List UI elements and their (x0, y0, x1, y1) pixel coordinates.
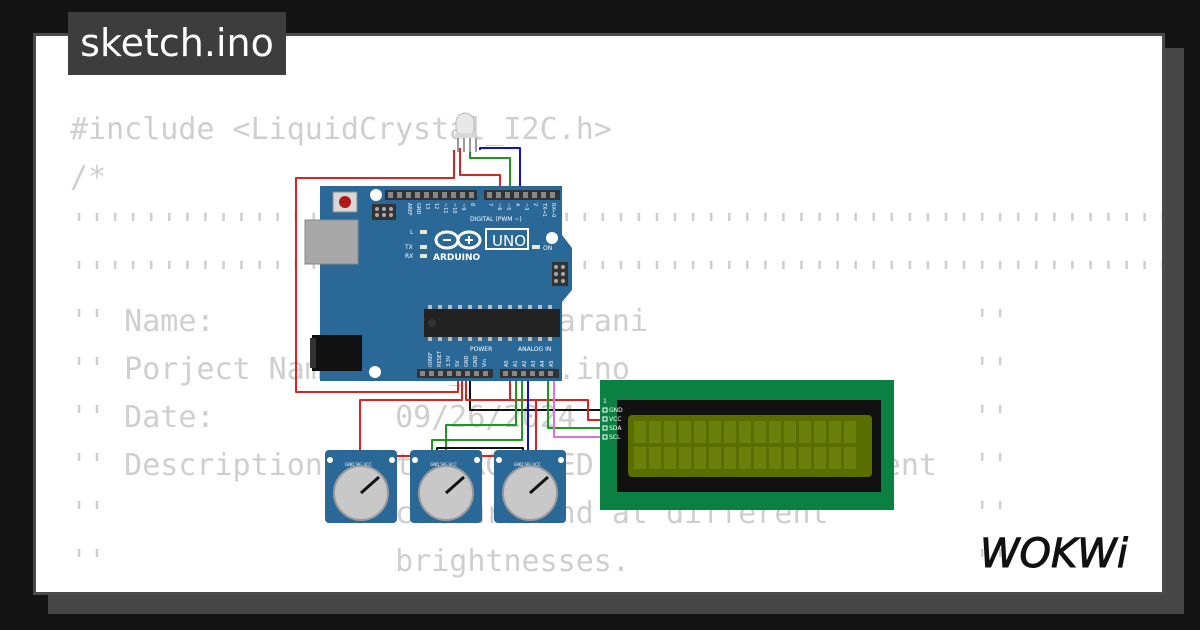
potentiometer-2[interactable]: GND SIG VCC (410, 450, 482, 523)
icsp-header-right (552, 262, 568, 286)
pin-label: ~10 (451, 203, 457, 214)
pin-label: 8 (469, 203, 475, 206)
potentiometer-3[interactable]: GND SIG VCC (494, 450, 566, 523)
usb-port (304, 219, 359, 265)
digital-label: DIGITAL (PWM ~) (470, 216, 522, 223)
pin-label: ~5 (505, 203, 511, 210)
code-line: ''''''''''''''''''''''''''''''''''''''''… (70, 256, 1162, 291)
pin-label: A3 (531, 360, 537, 367)
code-card: #include <LiquidCrystal_I2C.h> /* ''''''''… (33, 33, 1165, 595)
arduino-logo: UNO ARDUINO (433, 228, 529, 263)
pin-label: 3.3V (446, 355, 452, 367)
code-line: '' brightnesses. '' (70, 544, 1010, 579)
lcd-pin1-label: 1 (603, 398, 607, 405)
pin-label: ~9 (460, 203, 466, 210)
board-brand: ARDUINO (433, 253, 481, 263)
code-line: '' Date: 09/26/2024 '' (70, 400, 1010, 435)
mount-hole (370, 189, 382, 201)
board-model: UNO (492, 232, 526, 250)
power-label: POWER (470, 346, 492, 353)
lcd-pin-vcc: VCC (609, 416, 621, 423)
pot-pin-labels: GND SIG VCC (514, 462, 541, 467)
file-title: sketch.ino (68, 12, 286, 75)
wire-led-common (295, 150, 459, 393)
code-line: ''''''''''''''''''''''''''''''''''''''''… (70, 208, 1162, 243)
potentiometer-1[interactable]: GND SIG VCC (325, 450, 397, 523)
wire-led-blue (479, 147, 521, 196)
arduino-uno-board[interactable]: AREF GND 13 12 ~11 ~10 ~9 8 7 ~6 ~5 4 ~3… (304, 186, 572, 381)
svg-text:WOKWi: WOKWi (980, 531, 1128, 577)
led-on (532, 245, 540, 249)
digital-header[interactable] (385, 190, 560, 200)
pin-label: IOREF (428, 352, 434, 367)
lcd-character-cells (634, 421, 856, 469)
pin-label: A4 (540, 360, 546, 367)
pin-label: A5 (549, 360, 555, 367)
led-l (420, 230, 427, 234)
pin-label: 12 (433, 203, 439, 209)
wire-lcd-sda (547, 375, 606, 429)
led-rx (420, 254, 427, 258)
pin-label: Vin (482, 359, 488, 367)
lcd-pin-sda: SDA (609, 425, 622, 432)
mount-hole (546, 232, 558, 244)
on-label: ON (543, 245, 552, 252)
wokwi-logo: WOKWi (980, 531, 1129, 578)
pin-label: A1 (513, 360, 519, 367)
pin-label: A2 (522, 360, 528, 367)
wire-lcd-vcc (465, 375, 606, 421)
power-jack (312, 335, 362, 371)
code-line: #include <LiquidCrystal_I2C.h> (70, 112, 612, 147)
analog-label: ANALOG IN (518, 346, 551, 353)
icsp-header (372, 204, 396, 220)
lcd-pin-scl: SCL (609, 434, 621, 441)
pin-label: 5V (455, 360, 461, 367)
pin-label: RESET (437, 350, 443, 367)
pin-label: ~11 (442, 203, 448, 214)
pin-label: GND (415, 203, 421, 215)
pot-pin-labels: GND SIG VCC (430, 462, 457, 467)
pin-label: GND (464, 355, 470, 367)
analog-header[interactable] (500, 369, 559, 378)
mount-hole (369, 366, 381, 378)
pin-label: ~3 (523, 203, 529, 210)
pin-label: 4 (514, 203, 520, 206)
wire-led-red (459, 148, 501, 196)
lcd-pin-gnd: GND (609, 407, 623, 414)
pin-label: TX→1 (541, 202, 547, 217)
atmega-chip (424, 305, 560, 341)
pot-pin-labels: GND SIG VCC (345, 462, 372, 467)
wire-led-green (469, 150, 511, 196)
code-line: /* (70, 160, 107, 195)
wire-lcd-gnd (469, 375, 606, 411)
pin-label: GND (473, 355, 479, 367)
rgb-led[interactable] (455, 112, 477, 152)
pin-label: RX←0 (550, 203, 556, 217)
wire-pot2-sig (445, 375, 517, 460)
pin-label: A0 (504, 360, 510, 367)
pin-label: 13 (424, 203, 430, 209)
lcd-display[interactable]: 1 GND VCC SDA SCL (600, 380, 894, 510)
wire-pot1-vcc (359, 375, 463, 460)
pin-label: ~6 (496, 203, 502, 210)
pin-label: 7 (487, 203, 493, 206)
pin-label: 2 (532, 203, 538, 206)
power-header[interactable] (417, 369, 493, 378)
wire-lcd-scl (553, 375, 606, 438)
pin-label: AREF (406, 203, 412, 216)
l-label: L (410, 229, 414, 236)
rx-label: RX (405, 253, 413, 260)
led-tx (420, 245, 427, 249)
tx-label: TX (404, 244, 413, 251)
